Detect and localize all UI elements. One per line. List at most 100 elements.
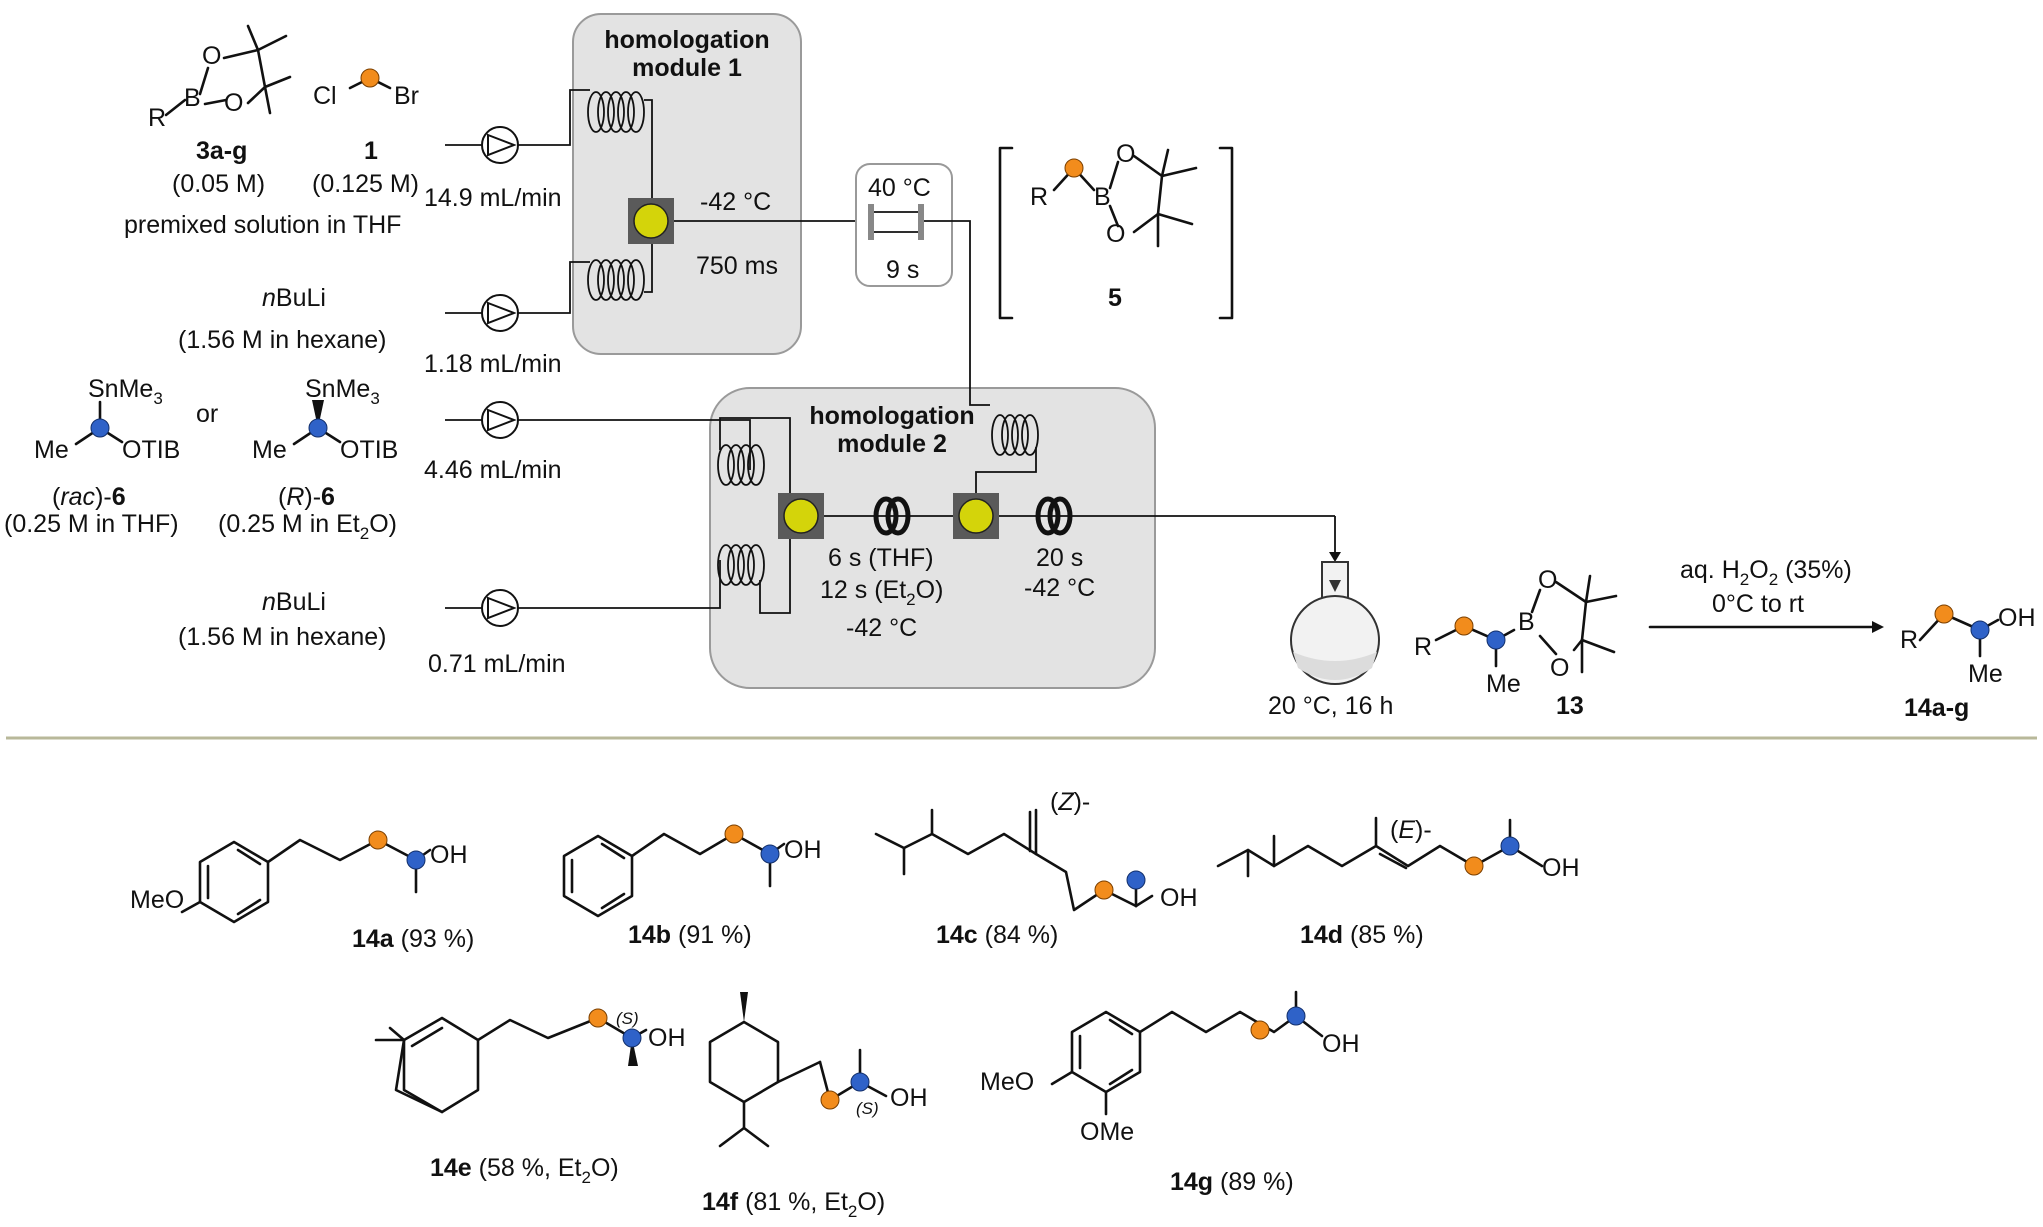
intermediate-5-o2: O bbox=[1106, 220, 1125, 248]
nbuli-1-conc: (1.56 M in hexane) bbox=[178, 326, 386, 354]
module-2-temp-b: -42 °C bbox=[1024, 574, 1095, 602]
halide-br: Br bbox=[394, 82, 419, 110]
stannane-r-label: (R)-6 bbox=[278, 483, 335, 511]
stannane-r-conc: (0.25 M in Et2O) bbox=[218, 510, 397, 543]
stannane-rac-6: SnMe3 Me OTIB (rac)-6 (0.25 M in THF) bbox=[4, 375, 180, 538]
product-14f: OH (S) 14f (81 %, Et2O) bbox=[702, 992, 928, 1221]
module-1-tubing bbox=[518, 89, 868, 314]
stannane-rac-me: Me bbox=[34, 436, 69, 464]
product-14e-oh: OH bbox=[648, 1024, 686, 1052]
product-13-me: Me bbox=[1486, 670, 1521, 698]
blue-atom-14b bbox=[760, 844, 780, 864]
nbuli-1-name: nBuLi bbox=[262, 284, 326, 312]
stannane-rac-otib: OTIB bbox=[122, 436, 180, 464]
product-14-label: 14a-g bbox=[1904, 694, 1969, 722]
stannane-r-6: SnMe3 Me OTIB (R)-6 (0.25 M in Et2O) bbox=[218, 375, 398, 543]
product-14g-oh: OH bbox=[1322, 1030, 1360, 1058]
orange-atom-5 bbox=[1064, 158, 1084, 178]
orange-atom-14c bbox=[1094, 880, 1114, 900]
boronate-r: R bbox=[148, 104, 166, 132]
nbuli-2-conc: (1.56 M in hexane) bbox=[178, 623, 386, 651]
product-14g-ome: OMe bbox=[1080, 1118, 1134, 1146]
product-14e-caption: 14e (58 %, Et2O) bbox=[430, 1154, 619, 1187]
flow-rate-2: 1.18 mL/min bbox=[424, 350, 562, 378]
blue-atom-rac bbox=[90, 418, 110, 438]
product-14c-caption: 14c (84 %) bbox=[936, 921, 1058, 949]
product-14f-stereo: (S) bbox=[856, 1099, 879, 1118]
product-14-r: R bbox=[1900, 626, 1918, 654]
orange-atom-14e bbox=[588, 1008, 608, 1028]
product-14a-caption: 14a (93 %) bbox=[352, 925, 474, 953]
orange-atom-14a bbox=[368, 830, 388, 850]
pump-2 bbox=[445, 294, 519, 332]
heater-unit bbox=[855, 163, 990, 406]
product-14d-oh: OH bbox=[1542, 854, 1580, 882]
or-text: or bbox=[196, 400, 218, 428]
product-14c-oh: OH bbox=[1160, 884, 1198, 912]
oxidation-reagent: aq. H2O2 (35%) bbox=[1680, 556, 1852, 589]
wedge-bond bbox=[312, 400, 324, 428]
intermediate-5: R B O O 5 bbox=[998, 140, 1234, 320]
blue-atom-14d bbox=[1500, 836, 1520, 856]
product-14-oh: OH bbox=[1998, 604, 2036, 632]
boronate-b: B bbox=[184, 84, 201, 112]
stannane-r-otib: OTIB bbox=[340, 436, 398, 464]
pump-4 bbox=[445, 589, 519, 627]
product-14e: OH (S) 14e (58 %, Et2O) bbox=[374, 1008, 686, 1187]
product-14f-oh: OH bbox=[890, 1084, 928, 1112]
module-1-time: 750 ms bbox=[696, 252, 778, 280]
boronate-conc: (0.05 M) bbox=[172, 170, 265, 198]
module-1-title-1: homologation bbox=[604, 26, 769, 54]
intermediate-5-r: R bbox=[1030, 183, 1048, 211]
product-14f-caption: 14f (81 %, Et2O) bbox=[702, 1188, 885, 1221]
blue-atom-14 bbox=[1970, 620, 1990, 640]
halide-cl: Cl bbox=[313, 82, 337, 110]
module-2-title-1: homologation bbox=[809, 402, 974, 430]
flask-condition: 20 °C, 16 h bbox=[1268, 692, 1393, 720]
blue-atom-14g bbox=[1286, 1006, 1306, 1026]
flow-rate-1: 14.9 mL/min bbox=[424, 184, 562, 212]
product-13-label: 13 bbox=[1556, 692, 1584, 720]
stannane-rac-top: SnMe3 bbox=[88, 375, 163, 408]
product-13-o1: O bbox=[1538, 566, 1557, 594]
product-13: R B O O Me 13 bbox=[1414, 566, 1618, 720]
product-14b-caption: 14b (91 %) bbox=[628, 921, 752, 949]
module-2-box bbox=[709, 387, 1156, 689]
product-14g: OH MeO OMe 14g (89 %) bbox=[980, 990, 1360, 1196]
orange-atom-14g bbox=[1250, 1020, 1270, 1040]
orange-atom-14b bbox=[724, 824, 744, 844]
module-2-time-et2o: 12 s (Et2O) bbox=[820, 576, 943, 609]
product-13-r: R bbox=[1414, 633, 1432, 661]
product-14e-stereo: (S) bbox=[616, 1009, 639, 1028]
boronate-o2: O bbox=[224, 89, 243, 117]
stannane-r-top: SnMe3 bbox=[305, 375, 380, 408]
boronate-o1: O bbox=[202, 42, 221, 70]
blue-atom-13 bbox=[1486, 630, 1506, 650]
product-14a: OH MeO 14a (93 %) bbox=[130, 830, 474, 953]
product-14b-oh: OH bbox=[784, 836, 822, 864]
boronate-3ag: R B O O 3a-g (0.05 M) bbox=[148, 24, 292, 198]
intermediate-5-b: B bbox=[1094, 183, 1111, 211]
halide-conc: (0.125 M) bbox=[312, 170, 419, 198]
product-14c: OH (Z)- 14c (84 %) bbox=[874, 788, 1198, 949]
product-14d: OH (E)- 14d (85 %) bbox=[1216, 816, 1580, 949]
product-14d-stereo: (E)- bbox=[1390, 816, 1432, 844]
module-2-tubing bbox=[518, 414, 1341, 614]
module-2-title-2: module 2 bbox=[837, 430, 947, 458]
boronate-label: 3a-g bbox=[196, 137, 247, 165]
product-14c-stereo: (Z)- bbox=[1050, 788, 1090, 816]
stannane-rac-conc: (0.25 M in THF) bbox=[4, 510, 179, 538]
blue-atom-14e bbox=[622, 1028, 642, 1048]
flow-rate-3: 4.46 mL/min bbox=[424, 456, 562, 484]
round-bottom-flask bbox=[1290, 561, 1380, 685]
oxidation-condition: 0°C to rt bbox=[1712, 590, 1804, 618]
blue-atom-14c bbox=[1126, 870, 1146, 890]
orange-atom-halide bbox=[360, 68, 380, 88]
product-14a-meo: MeO bbox=[130, 886, 184, 914]
heater-temp: 40 °C bbox=[868, 174, 931, 202]
module-2-temp-a: -42 °C bbox=[846, 614, 917, 642]
orange-atom-14 bbox=[1934, 604, 1954, 624]
module-2-time-thf: 6 s (THF) bbox=[828, 544, 934, 572]
orange-atom-13 bbox=[1454, 616, 1474, 636]
